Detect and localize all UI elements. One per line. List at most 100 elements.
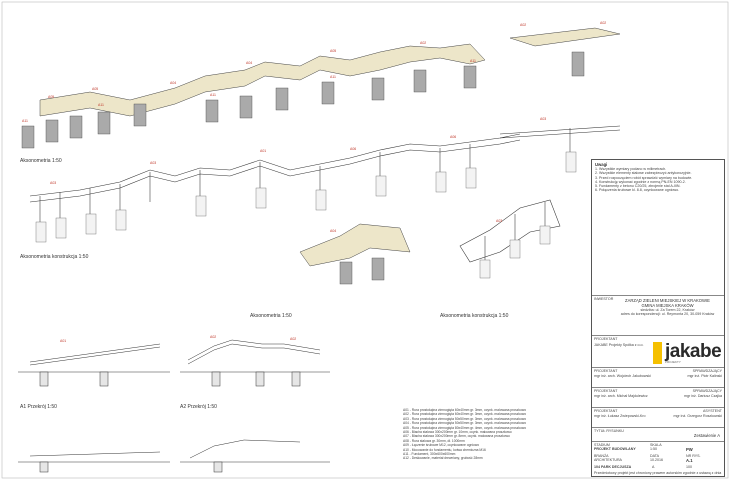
view-label-axo-bridge-structure: Aksonometria konstrukcja 1:50 [440,313,509,319]
object-label: TYTUŁ RYSUNKU [594,429,624,433]
section-a1 [18,343,170,387]
svg-text:A03: A03 [150,161,156,165]
legend-item: A02 - Rura prostokątna zimnogięta 60x40m… [403,412,527,417]
investor-line: siedziba: ul. Za Torem 22, Kraków [640,308,695,312]
legend-item: A03 - Rura prostokątna zimnogięta 50x50m… [403,416,527,421]
section-label-a1: A1 Przekrój 1:50 [20,404,57,410]
axo-structure-bridge [459,199,561,263]
note-line: 3. Przed rozpoczęciem robót sprawdzić wy… [595,175,693,180]
svg-text:A02: A02 [420,41,426,45]
legend: A01 - Rura prostokątna zimnogięta 60x40m… [403,408,588,461]
logo-mark-icon [653,342,662,364]
role-label: PROJEKTANT [594,389,618,393]
copyright-footer: Przedmiotowy projekt jest chroniony praw… [594,471,722,475]
svg-text:A04: A04 [246,61,252,65]
svg-text:A04: A04 [330,229,336,233]
notes-header: Uwagi [595,162,608,167]
date-value: 10.2016 [650,458,663,462]
axo-solid-bridge [299,223,411,267]
svg-text:A11: A11 [330,75,336,79]
object-name: 104 PARK DECJUSZA [594,465,632,469]
investor-line: adres do korespondencji: ul. Reymonta 20… [620,312,715,317]
svg-text:A03: A03 [496,219,502,223]
role-name: mgr inż. Piotr Kalinski [687,374,722,378]
axo-structure-footings [35,151,577,243]
svg-text:A02: A02 [520,23,526,27]
view-label-axo-top: Aksonometria 1:50 [20,158,62,164]
svg-text:A01: A01 [60,339,66,343]
notes-section: Uwagi 1. Wszystkie wymiary podano w mili… [595,162,721,193]
branch-label: BRANŻA [594,454,609,458]
axo-solid-pillars [21,51,585,149]
view-label-axo-structure: Aksonometria konstrukcja 1:50 [20,254,89,260]
investor-label: INWESTOR [594,297,614,301]
svg-text:A06: A06 [450,135,456,139]
role-name: mgr inż. arch. Michał Majdulewicz [594,394,648,398]
sheet-count: 100 [686,465,692,469]
stage-value: PROJEKT BUDOWLANY [594,447,636,451]
bridge-footings [479,225,551,279]
view-label-axo-bridge: Aksonometria 1:50 [250,313,292,319]
svg-text:A03: A03 [50,181,56,185]
date-label: DATA [650,454,660,458]
svg-text:A05: A05 [92,87,98,91]
designer-section: PROJEKTANT JAKABE Projekty Spółka z o.o.… [592,335,724,367]
svg-text:A03: A03 [540,117,546,121]
scale-label: SKALA [650,443,662,447]
svg-text:A06: A06 [350,147,356,151]
investor-line: GMINA MIEJSKA KRAKÓW [641,303,694,308]
svg-text:A11: A11 [470,59,476,63]
title-block: Uwagi 1. Wszystkie wymiary podano w mili… [591,159,725,477]
meta-grid: STADIUM PROJEKT BUDOWLANY BRANŻA ARCHITE… [592,441,724,477]
bridge-pillars [339,257,385,285]
investor-line: ZARZĄD ZIELENI MIEJSKIEJ W KRAKOWIE [625,298,710,303]
legend-item: A04 - Rura prostokątna zimnogięta 50x50m… [403,421,527,426]
object-title: Zestawienie A [693,433,720,438]
role-row: PROJEKTANT mgr inż. arch. Michał Majdule… [592,387,724,407]
svg-text:A02: A02 [210,335,216,339]
legend-item: A07 - Blacha stalowa 300x200mm gr. 8mm, … [403,434,510,439]
object-row: TYTUŁ RYSUNKU Zestawienie A [592,427,724,441]
svg-text:A05: A05 [330,49,336,53]
stage-label: STADIUM [594,443,610,447]
role-row: PROJEKTANT mgr inż. Łukasz Zwiepowski-Kr… [592,407,724,427]
note-line: 1. Wszystkie wymiary podano w milimetrac… [595,167,667,171]
svg-text:A11: A11 [98,103,104,107]
note-line: 5. Fundamenty z betonu C20/25, zbrojenie… [595,184,681,189]
legend-item: A12 - Deskowanie, materiał drewniany, gr… [403,456,483,461]
legend-item: A11 - Fundament, 300x600x600mm [403,452,456,457]
role-label: SPRAWDZAJĄCY [692,389,722,393]
svg-text:A02: A02 [600,21,606,25]
logo-subtext: PROJEKTY [665,360,681,364]
company-logo: jakabe PROJEKTY [653,341,722,364]
section-label-a2: A2 Przekrój 1:50 [180,404,217,410]
legend-item: A08 - Rura stalowa gr. 30mm, dł. 1000mm [403,438,465,443]
designer-name: JAKABE Projekty Spółka z o.o. [594,343,644,347]
role-name: mgr inż. Dariusz Czajka [684,394,722,398]
logo-text: jakabe [665,341,722,362]
note-line: 2. Wszystkie elementy stalowe zabezpiecz… [595,171,692,176]
legend-item: A09 - Łączenie śrubowe M12, ocynkowane o… [403,443,480,448]
svg-text:A01: A01 [260,149,266,153]
legend-item: A05 - Rura prostokątna zimnogięta 80x40m… [403,425,527,430]
svg-text:A11: A11 [210,93,216,97]
role-row: PROJEKTANT mgr inż. arch. Wojciech Jakub… [592,367,724,387]
section-a2 [180,339,330,387]
axo-solid-top [39,27,621,117]
revision: A [652,465,655,469]
legend-item: A10 - Mocowanie do fundamentu, kotwa che… [403,447,486,452]
role-label: SPRAWDZAJĄCY [692,369,722,373]
sheet-number: A.1 [686,458,693,463]
note-line: 4. Konstrukcję wykonać zgodnie z normą P… [595,179,686,184]
legend-item: A01 - Rura prostokątna zimnogięta 60x40m… [403,408,527,412]
legend-item: A06 - Blacha stalowa 300x200mm gr. 10mm,… [403,430,512,435]
role-name: mgr inż. Grzegorz Roszkowski [673,414,722,418]
sheet-label: NR RYS. [686,454,701,458]
svg-text:A05: A05 [48,95,54,99]
branch-value: ARCHITEKTURA [594,458,622,462]
svg-text:A11: A11 [22,119,28,123]
investor-section: INWESTOR ZARZĄD ZIELENI MIEJSKIEJ W KRAK… [592,295,724,335]
section-a4 [180,439,330,473]
